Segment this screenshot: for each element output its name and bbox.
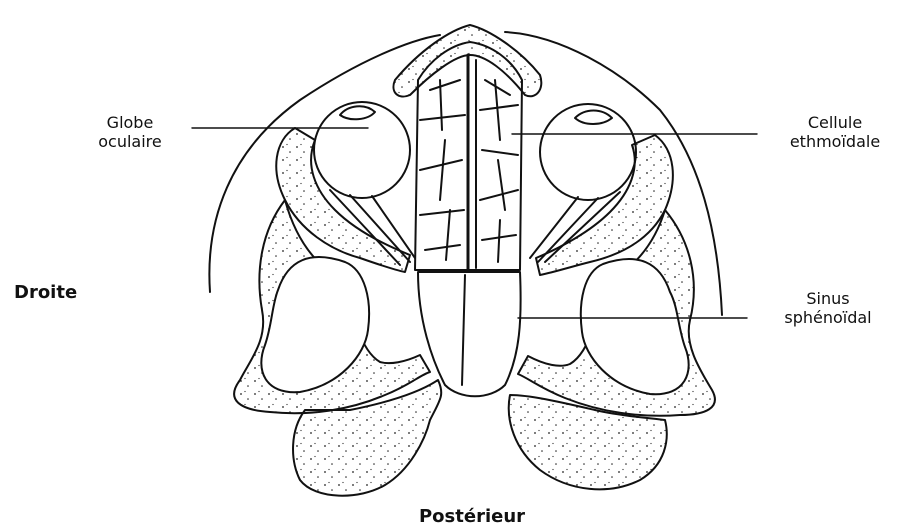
sphenoid-sinus	[418, 272, 521, 396]
sinus-label-line2: sphénoïdal	[780, 308, 876, 327]
globe-label-line2: oculaire	[82, 132, 178, 151]
sinus-label-line1: Sinus	[780, 289, 876, 308]
right-eye-globe	[540, 104, 636, 200]
side-label: Droite	[14, 283, 77, 302]
cellule-label-line1: Cellule	[776, 113, 894, 132]
cellule-ethmoidale-label: Cellule ethmoïdale	[776, 113, 894, 151]
left-eye-globe	[314, 102, 410, 198]
sinus-sphenoidal-label: Sinus sphénoïdal	[780, 289, 876, 327]
globe-label-line1: Globe	[82, 113, 178, 132]
cellule-label-line2: ethmoïdale	[776, 132, 894, 151]
right-eye-lens	[575, 111, 612, 125]
globe-oculaire-label: Globe oculaire	[82, 113, 178, 151]
posterior-label: Postérieur	[402, 507, 542, 526]
left-eye-lens	[340, 106, 375, 119]
sphenoid-septum	[462, 275, 465, 385]
